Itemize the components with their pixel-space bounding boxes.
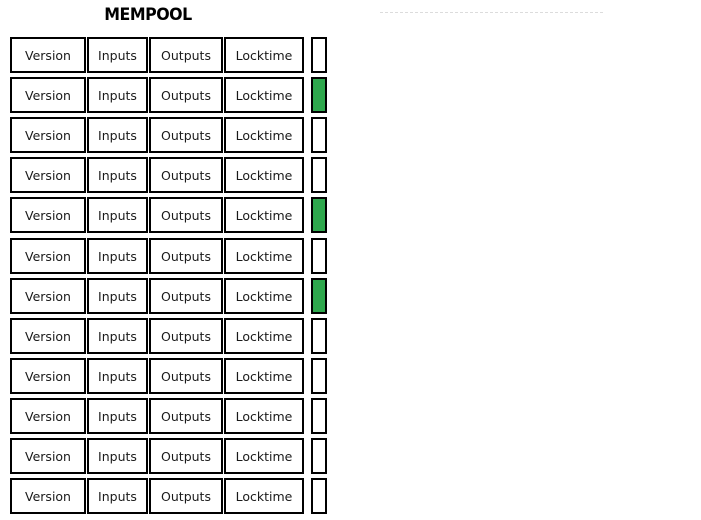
- tx-field-locktime: Locktime: [224, 478, 304, 514]
- tx-field-version: Version: [10, 438, 86, 474]
- mempool-title: MEMPOOL: [104, 5, 192, 25]
- transaction-row: Version Inputs Outputs Locktime: [10, 358, 327, 394]
- transaction-row: Version Inputs Outputs Locktime: [10, 238, 327, 274]
- tx-status-box: [311, 478, 327, 514]
- tx-field-inputs: Inputs: [87, 478, 148, 514]
- tx-field-outputs: Outputs: [149, 157, 223, 193]
- transaction-row: Version Inputs Outputs Locktime: [10, 478, 327, 514]
- tx-field-locktime: Locktime: [224, 318, 304, 354]
- transaction-row: Version Inputs Outputs Locktime: [10, 398, 327, 434]
- transaction-row: Version Inputs Outputs Locktime: [10, 117, 327, 153]
- tx-status-box: [311, 358, 327, 394]
- tx-field-outputs: Outputs: [149, 37, 223, 73]
- tx-status-box: [311, 278, 327, 314]
- tx-field-version: Version: [10, 398, 86, 434]
- transaction-row: Version Inputs Outputs Locktime: [10, 77, 327, 113]
- tx-field-version: Version: [10, 77, 86, 113]
- tx-status-box: [311, 438, 327, 474]
- transaction-row: Version Inputs Outputs Locktime: [10, 278, 327, 314]
- tx-field-version: Version: [10, 117, 86, 153]
- tx-field-locktime: Locktime: [224, 37, 304, 73]
- tx-field-outputs: Outputs: [149, 77, 223, 113]
- tx-status-box: [311, 77, 327, 113]
- tx-field-version: Version: [10, 157, 86, 193]
- tx-field-locktime: Locktime: [224, 398, 304, 434]
- tx-field-version: Version: [10, 278, 86, 314]
- tx-field-inputs: Inputs: [87, 278, 148, 314]
- dashed-placeholder-line: [380, 12, 603, 13]
- tx-field-inputs: Inputs: [87, 238, 148, 274]
- tx-field-inputs: Inputs: [87, 358, 148, 394]
- tx-field-locktime: Locktime: [224, 438, 304, 474]
- tx-field-outputs: Outputs: [149, 398, 223, 434]
- tx-field-outputs: Outputs: [149, 358, 223, 394]
- tx-field-outputs: Outputs: [149, 238, 223, 274]
- tx-field-version: Version: [10, 478, 86, 514]
- tx-field-locktime: Locktime: [224, 238, 304, 274]
- tx-field-version: Version: [10, 37, 86, 73]
- tx-status-box: [311, 37, 327, 73]
- tx-status-box: [311, 238, 327, 274]
- tx-field-inputs: Inputs: [87, 438, 148, 474]
- tx-status-box: [311, 398, 327, 434]
- tx-field-locktime: Locktime: [224, 117, 304, 153]
- tx-field-version: Version: [10, 197, 86, 233]
- tx-field-outputs: Outputs: [149, 318, 223, 354]
- tx-field-locktime: Locktime: [224, 77, 304, 113]
- tx-field-inputs: Inputs: [87, 77, 148, 113]
- tx-status-box: [311, 318, 327, 354]
- tx-field-version: Version: [10, 318, 86, 354]
- tx-field-inputs: Inputs: [87, 37, 148, 73]
- tx-field-locktime: Locktime: [224, 157, 304, 193]
- tx-field-version: Version: [10, 238, 86, 274]
- tx-field-outputs: Outputs: [149, 117, 223, 153]
- transaction-row: Version Inputs Outputs Locktime: [10, 318, 327, 354]
- tx-field-outputs: Outputs: [149, 438, 223, 474]
- transaction-row: Version Inputs Outputs Locktime: [10, 197, 327, 233]
- tx-field-inputs: Inputs: [87, 318, 148, 354]
- tx-field-locktime: Locktime: [224, 358, 304, 394]
- tx-field-inputs: Inputs: [87, 117, 148, 153]
- tx-field-inputs: Inputs: [87, 157, 148, 193]
- tx-field-inputs: Inputs: [87, 398, 148, 434]
- tx-field-locktime: Locktime: [224, 197, 304, 233]
- tx-status-box: [311, 157, 327, 193]
- transaction-row: Version Inputs Outputs Locktime: [10, 438, 327, 474]
- tx-field-version: Version: [10, 358, 86, 394]
- tx-field-outputs: Outputs: [149, 197, 223, 233]
- tx-field-outputs: Outputs: [149, 278, 223, 314]
- mempool-rows: Version Inputs Outputs Locktime Version …: [10, 37, 330, 517]
- transaction-row: Version Inputs Outputs Locktime: [10, 37, 327, 73]
- tx-status-box: [311, 117, 327, 153]
- tx-field-outputs: Outputs: [149, 478, 223, 514]
- tx-field-locktime: Locktime: [224, 278, 304, 314]
- tx-field-inputs: Inputs: [87, 197, 148, 233]
- tx-status-box: [311, 197, 327, 233]
- transaction-row: Version Inputs Outputs Locktime: [10, 157, 327, 193]
